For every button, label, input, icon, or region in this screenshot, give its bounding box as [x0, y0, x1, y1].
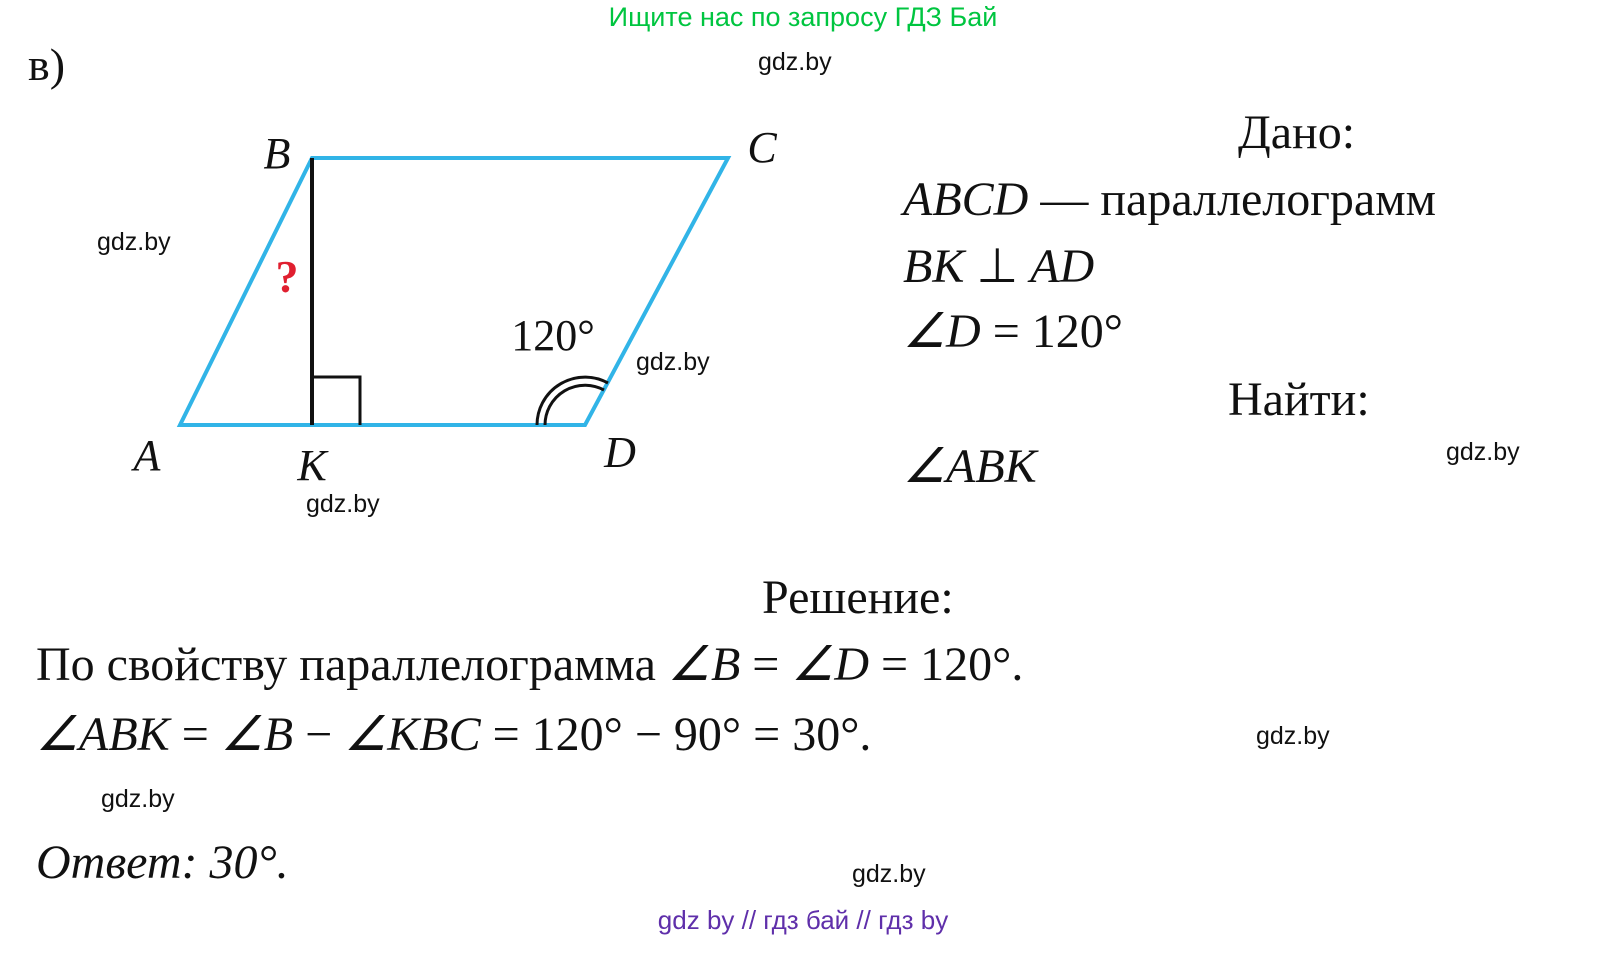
solution-title: Решение: — [762, 571, 954, 624]
given-line-3-rest: = 120° — [980, 305, 1123, 358]
minus-sign: − — [293, 708, 345, 761]
watermark: gdz.by — [1256, 722, 1330, 750]
part-label: в) — [28, 39, 66, 90]
angle-arc-inner — [543, 383, 605, 426]
solution-line-1-text: По свойству параллелограмма — [36, 638, 668, 691]
perpendicular-symbol: ⊥ — [964, 240, 1031, 293]
angle-arc-outer — [535, 375, 609, 426]
solution-line-1-result: = 120°. — [869, 638, 1024, 691]
given-line-1-rest: — параллелограмм — [1028, 173, 1436, 226]
geometry-diagram: B C A K D 120° ? — [131, 123, 778, 490]
equals-sign: = — [740, 638, 792, 691]
vertex-label-d: D — [603, 428, 636, 477]
angle-value-label: 120° — [511, 311, 595, 360]
parallelogram-outline — [176, 156, 732, 427]
footer-keywords: gdz by // гдз бай // гдз by — [657, 905, 949, 935]
given-line-3: ∠D = 120° — [903, 303, 1123, 359]
math-abcd: ABCD — [903, 173, 1029, 226]
given-line-2: BK ⊥ AD — [903, 238, 1094, 294]
watermark: gdz.by — [852, 860, 926, 888]
question-mark-label: ? — [276, 251, 299, 302]
find-title: Найти: — [1228, 373, 1370, 426]
math-angle-d: ∠D — [903, 305, 981, 358]
solution-line-2-result: = 120° − 90° = 30°. — [480, 708, 872, 761]
math-bk: BK — [903, 240, 965, 293]
answer-line: Ответ: 30°. — [36, 836, 289, 889]
solution-line-2: ∠ABK = ∠B − ∠KBC = 120° − 90° = 30°. — [36, 706, 871, 762]
equals-sign: = — [169, 708, 221, 761]
watermark: gdz.by — [101, 785, 175, 813]
given-title: Дано: — [1238, 106, 1356, 159]
right-angle-mark — [312, 375, 362, 425]
vertex-label-c: C — [747, 123, 777, 172]
point-label-k: K — [296, 441, 329, 490]
solution-line-1: По свойству параллелограмма ∠B = ∠D = 12… — [36, 636, 1023, 692]
promo-banner: Ищите нас по запросу ГДЗ Бай — [608, 2, 998, 32]
watermark: gdz.by — [306, 490, 380, 518]
math-angle-kbc: ∠KBC — [344, 708, 481, 761]
vertex-label-a: A — [131, 431, 162, 480]
find-value: ∠ABK — [903, 440, 1037, 493]
math-angle-b2: ∠B — [220, 708, 294, 761]
math-ad: AD — [1030, 240, 1095, 293]
watermark: gdz.by — [758, 48, 832, 76]
watermark: gdz.by — [97, 228, 171, 256]
vertex-label-b: B — [264, 129, 291, 178]
math-angle-abk: ∠ABK — [36, 708, 170, 761]
watermark: gdz.by — [636, 348, 710, 376]
math-angle-d2: ∠D — [791, 638, 870, 691]
math-angle-b: ∠B — [667, 638, 741, 691]
given-line-1: ABCD — параллелограмм — [903, 172, 1436, 227]
watermark: gdz.by — [1446, 438, 1520, 466]
